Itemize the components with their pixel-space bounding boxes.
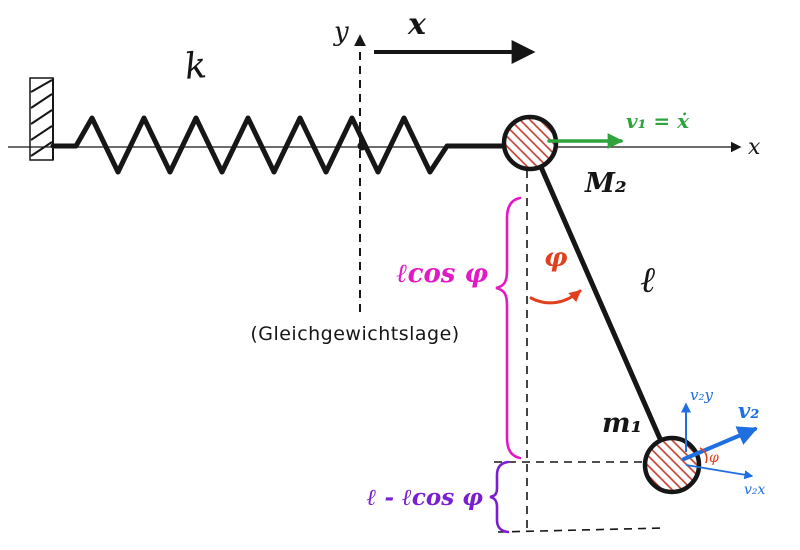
mass-cart-label: M₂: [584, 168, 627, 199]
l-minus-lcos-label: ℓ - ℓcos φ: [367, 484, 484, 511]
v2x-arrow: [685, 464, 754, 480]
phi-label: φ: [544, 243, 568, 273]
v2y-label: v₂y: [690, 386, 713, 404]
v2-label: v₂: [738, 398, 759, 423]
lcos-brace: [495, 196, 522, 460]
mass-bob-label: m₁: [602, 408, 642, 439]
horizontal-dashed-lower: [497, 527, 665, 533]
x-axis-label-right: x: [748, 135, 761, 160]
v1-label: v₁ = ẋ: [626, 109, 690, 133]
spring-constant-label: k: [183, 45, 208, 88]
wall: [29, 77, 54, 161]
x-axis-label-top: x: [407, 7, 427, 42]
equilibrium-caption: (Gleichgewichtslage): [250, 323, 459, 345]
phi-small-label: φ: [709, 450, 719, 466]
phi-arc-arrow: [529, 289, 582, 305]
spring-coil: [50, 115, 507, 175]
v2x-label: v₂x: [744, 482, 766, 498]
rod-length-label: ℓ: [640, 260, 655, 301]
equilibrium-dot: [357, 141, 367, 151]
lcos-label: ℓcos φ: [397, 259, 489, 289]
pendulum-rod: [538, 164, 664, 444]
mass-cart-circle: [501, 114, 559, 172]
v2-arrow: [682, 426, 758, 461]
y-axis-label: y: [333, 17, 349, 47]
phi-small-arc: [699, 447, 708, 464]
l-minus-lcos-brace: [489, 460, 510, 534]
